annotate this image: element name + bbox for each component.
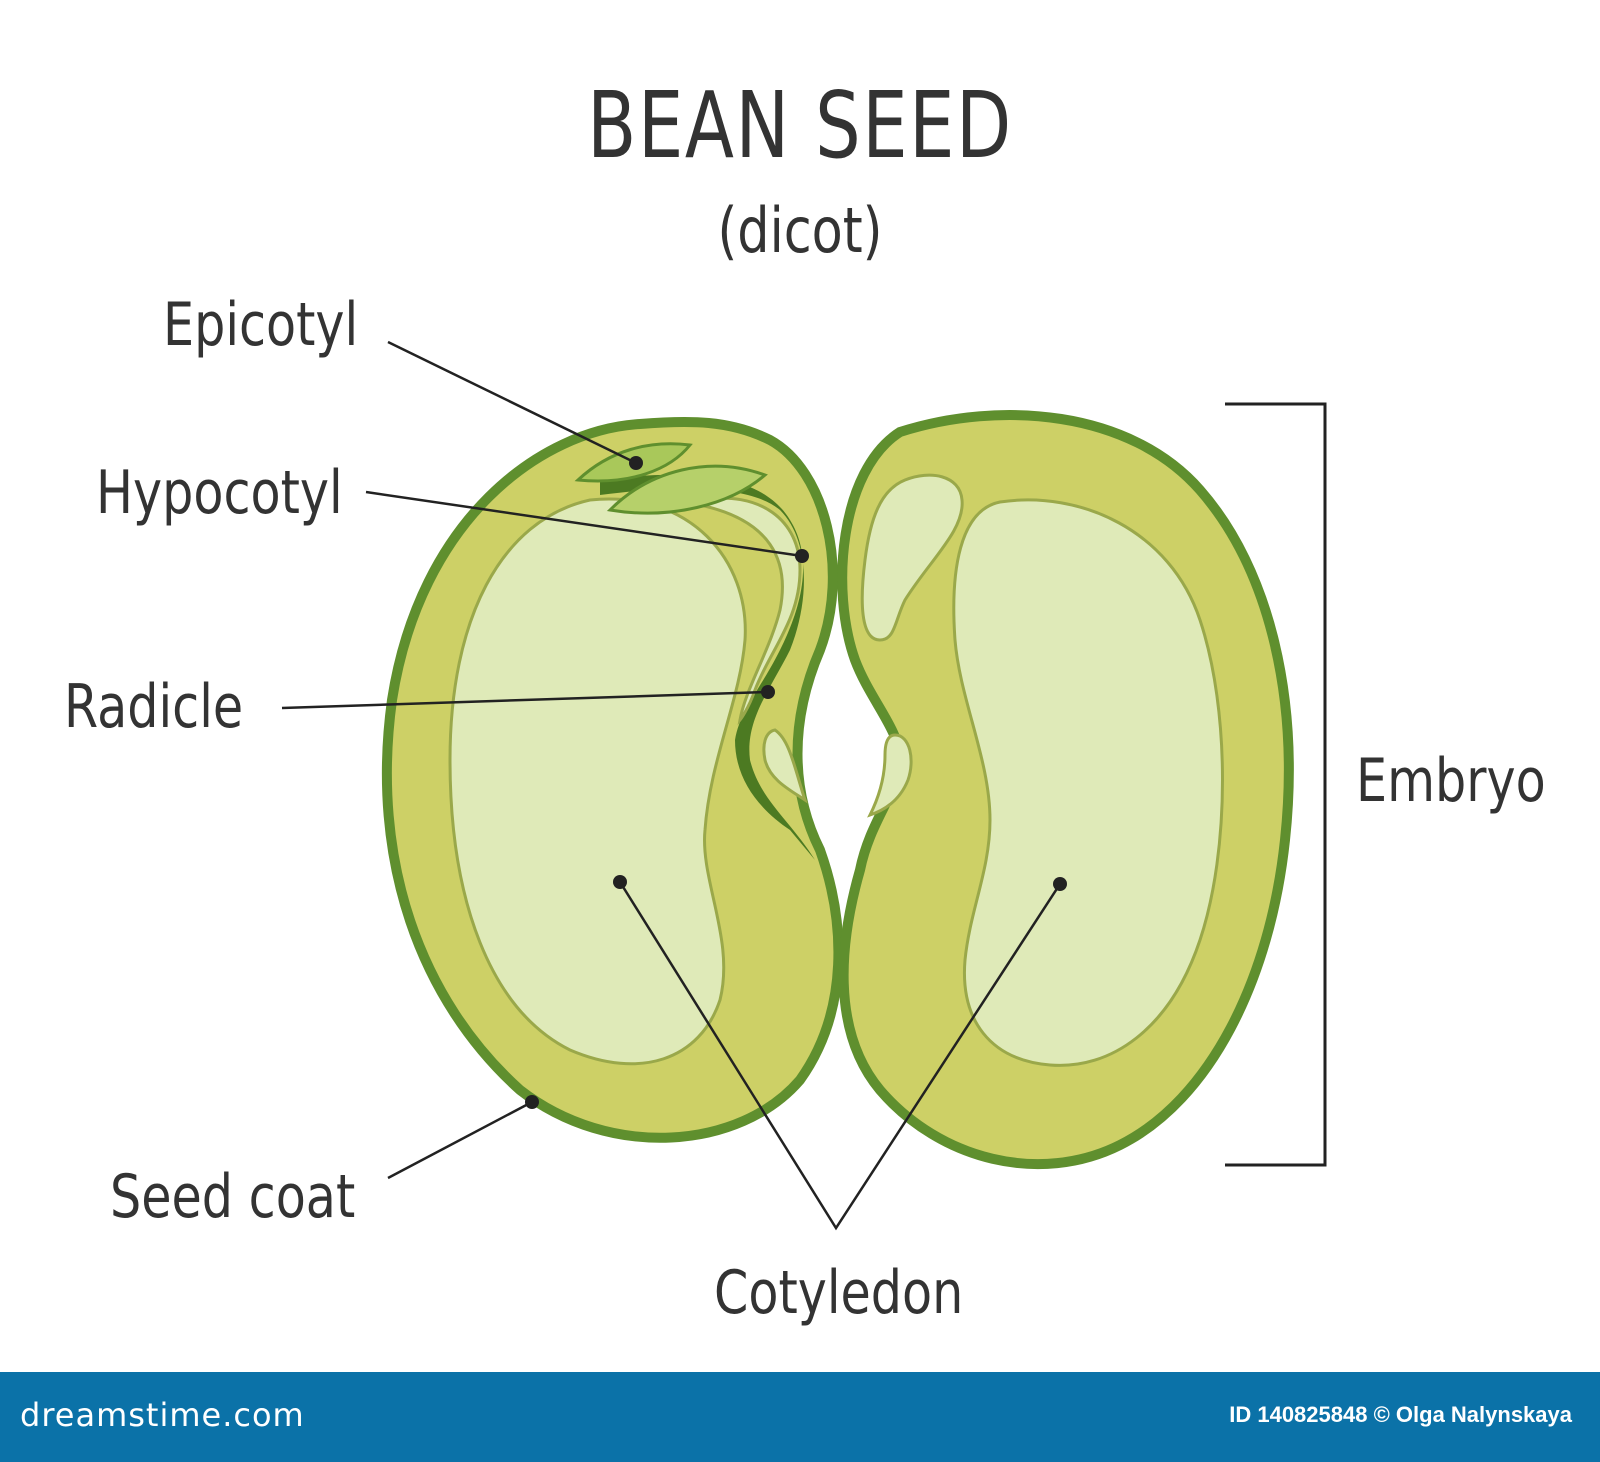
epicotyl-dot <box>629 456 643 470</box>
epicotyl-leader <box>387 340 637 465</box>
seed-coat-leader <box>387 1100 533 1180</box>
label-radicle: Radicle <box>64 672 244 742</box>
label-seed-coat: Seed coat <box>110 1162 356 1232</box>
radicle-dot <box>761 685 775 699</box>
embryo-axis <box>600 474 815 860</box>
footer-credit: ID 140825848 © Olga Nalynskaya <box>1229 1402 1572 1427</box>
hypocotyl-leader <box>365 490 803 558</box>
right-seed-half <box>837 410 1294 1169</box>
diagram-title: BEAN SEED <box>587 72 1013 179</box>
hypocotyl-dot <box>795 549 809 563</box>
footer-bar: dreamstime.com ID 140825848 © Olga Nalyn… <box>0 1372 1600 1462</box>
left-cotyledon-inner <box>448 497 747 1066</box>
right-upper-pocket <box>860 473 964 642</box>
cotyledon-left-dot <box>613 875 627 889</box>
label-embryo: Embryo <box>1356 746 1546 816</box>
seed-coat-dot <box>525 1095 539 1109</box>
leader-lines <box>281 340 1062 1231</box>
label-epicotyl: Epicotyl <box>163 290 359 360</box>
left-seed-half <box>381 416 844 1143</box>
bean-seed-illustration <box>281 340 1327 1231</box>
cotyledon-leader <box>618 881 1062 1231</box>
footer-brand[interactable]: dreamstime.com <box>20 1396 305 1434</box>
embryo-bracket <box>1225 402 1327 1167</box>
hypocotyl-shape <box>698 496 802 726</box>
leader-dots <box>525 456 1067 1109</box>
cotyledon-right-dot <box>1053 877 1067 891</box>
right-lower-pocket <box>867 733 913 818</box>
label-hypocotyl: Hypocotyl <box>96 458 343 528</box>
diagram-subtitle: (dicot) <box>717 194 883 267</box>
epicotyl-leaf-2 <box>606 464 768 515</box>
label-cotyledon: Cotyledon <box>714 1258 964 1328</box>
radicle-leader <box>281 690 769 710</box>
right-cotyledon-inner <box>952 498 1224 1067</box>
diagram-stage: BEAN SEED (dicot) <box>64 72 1546 1328</box>
radicle-tip <box>762 728 808 804</box>
